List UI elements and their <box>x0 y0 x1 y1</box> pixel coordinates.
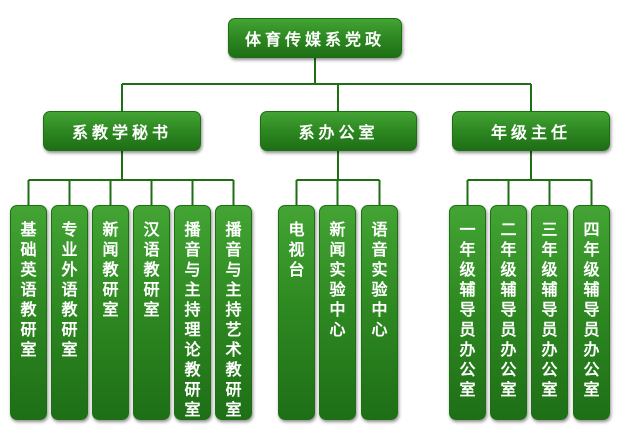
leaf-node-label: 四年级辅导员办公室 <box>583 220 600 399</box>
leaf-node-0-4: 播音与主持理论教研室 <box>174 205 211 420</box>
branch-node-secretary: 系教学秘书 <box>43 111 201 151</box>
leaf-node-label: 汉语教研室 <box>143 220 160 319</box>
leaf-node-label: 新闻实验中心 <box>329 220 346 339</box>
leaf-node-2-2: 三年级辅导员办公室 <box>531 205 568 420</box>
leaf-node-label: 电视台 <box>288 220 305 279</box>
branch-node-office: 系办公室 <box>260 111 417 151</box>
leaf-node-0-1: 专业外语教研室 <box>51 205 88 420</box>
leaf-node-label: 新闻教研室 <box>102 220 119 319</box>
leaf-node-2-1: 二年级辅导员办公室 <box>490 205 527 420</box>
leaf-node-0-3: 汉语教研室 <box>133 205 170 420</box>
leaf-node-0-5: 播音与主持艺术教研室 <box>215 205 252 420</box>
leaf-node-1-1: 新闻实验中心 <box>319 205 356 420</box>
leaf-node-1-2: 语音实验中心 <box>361 205 398 420</box>
leaf-node-label: 基础英语教研室 <box>20 220 37 359</box>
leaf-node-label: 专业外语教研室 <box>61 220 78 359</box>
leaf-node-1-0: 电视台 <box>278 205 315 420</box>
leaf-node-label: 播音与主持理论教研室 <box>184 220 201 419</box>
leaf-node-0-0: 基础英语教研室 <box>10 205 47 420</box>
leaf-node-0-2: 新闻教研室 <box>92 205 129 420</box>
leaf-node-label: 一年级辅导员办公室 <box>459 220 476 399</box>
leaf-node-2-3: 四年级辅导员办公室 <box>573 205 610 420</box>
leaf-node-label: 三年级辅导员办公室 <box>541 220 558 399</box>
leaf-node-label: 播音与主持艺术教研室 <box>225 220 242 419</box>
branch-node-grade-director: 年级主任 <box>452 111 610 151</box>
leaf-node-label: 语音实验中心 <box>371 220 388 339</box>
leaf-node-label: 二年级辅导员办公室 <box>500 220 517 399</box>
leaf-node-2-0: 一年级辅导员办公室 <box>449 205 486 420</box>
root-node-box: 体育传媒系党政 <box>228 18 402 58</box>
